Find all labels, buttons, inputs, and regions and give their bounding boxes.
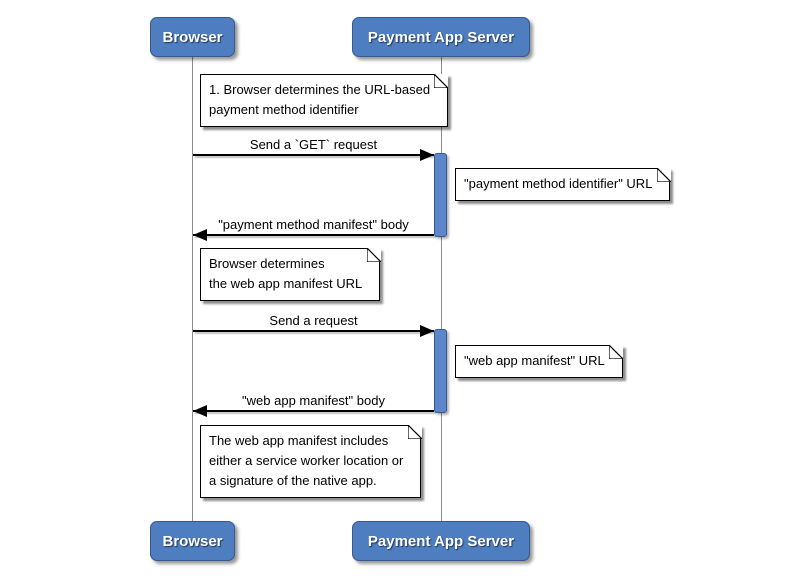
note-text-line: "payment method identifier" URL	[464, 176, 653, 191]
actor-label: Browser	[162, 28, 223, 46]
actor-box-server-top: Payment App Server	[352, 17, 530, 57]
actor-label: Payment App Server	[367, 532, 515, 550]
note-payment-method-identifier-url: "payment method identifier" URL	[455, 166, 673, 201]
arrowhead-right-icon	[420, 325, 434, 337]
note-web-app-manifest-url: "web app manifest" URL	[455, 343, 625, 378]
folded-corner-icon	[365, 246, 382, 263]
note-web-app-manifest-step: Browser determines the web app manifest …	[200, 246, 382, 301]
server-activation-bar	[434, 329, 447, 413]
actor-box-browser-bottom: Browser	[150, 521, 235, 561]
folded-corner-icon	[407, 423, 424, 440]
server-activation-bar	[434, 153, 447, 237]
message-label: "payment method manifest" body	[218, 217, 409, 232]
browser-lifeline	[192, 57, 193, 521]
folded-corner-icon	[608, 343, 625, 360]
note-text-line: Browser determines	[209, 256, 325, 271]
note-web-app-manifest-contents: The web app manifest includes either a s…	[200, 423, 424, 498]
actor-label: Payment App Server	[367, 28, 515, 46]
message-label: "web app manifest" body	[242, 393, 385, 408]
note-text-line: the web app manifest URL	[209, 276, 363, 291]
note-text-line: 1. Browser determines the URL-based	[209, 82, 431, 97]
folded-corner-icon	[433, 72, 450, 89]
note-text-line: The web app manifest includes	[209, 433, 389, 448]
note-text-line: payment method identifier	[209, 102, 359, 117]
actor-label: Browser	[162, 532, 223, 550]
arrowhead-right-icon	[420, 149, 434, 161]
note-text-line: "web app manifest" URL	[464, 353, 605, 368]
message-label: Send a request	[269, 313, 358, 328]
actor-box-server-bottom: Payment App Server	[352, 521, 530, 561]
message-line	[193, 410, 434, 412]
message-line	[193, 154, 434, 156]
message-line	[193, 330, 434, 332]
folded-corner-icon	[656, 166, 673, 183]
message-line	[193, 234, 434, 236]
arrowhead-left-icon	[193, 405, 207, 417]
arrowhead-left-icon	[193, 229, 207, 241]
actor-box-browser-top: Browser	[150, 17, 235, 57]
note-text-line: either a service worker location or	[209, 453, 404, 468]
note-text-line: a signature of the native app.	[209, 473, 377, 488]
message-label: Send a `GET` request	[249, 137, 378, 152]
server-lifeline	[441, 57, 442, 521]
note-payment-method-identifier-step: 1. Browser determines the URL-based paym…	[200, 72, 450, 127]
